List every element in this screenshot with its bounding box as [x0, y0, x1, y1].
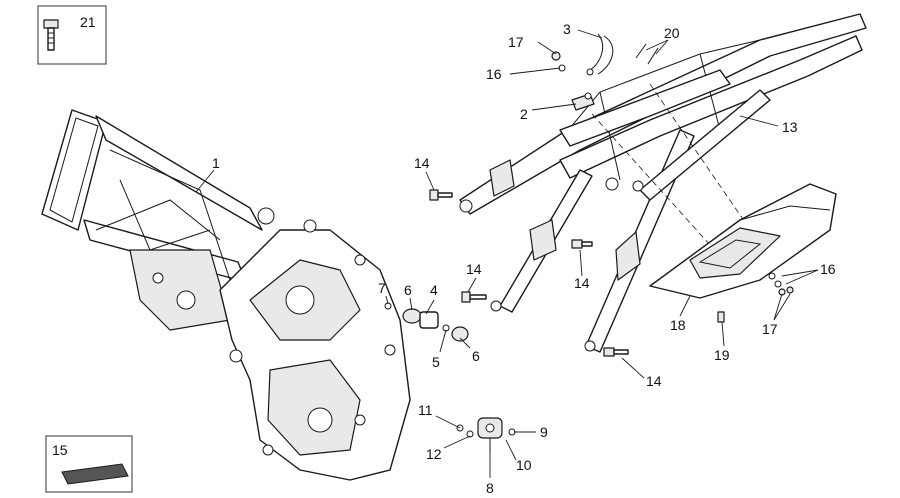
callout-8: 8 — [486, 480, 494, 496]
leader-lines — [195, 29, 819, 478]
callout-14d: 14 — [646, 373, 662, 389]
callout-15: 15 — [52, 442, 68, 458]
part-21-bolt-icon — [43, 19, 59, 51]
bushing-group-4-7 — [384, 302, 469, 342]
callout-5: 5 — [432, 354, 440, 370]
pins-part-20 — [635, 43, 659, 65]
callout-17b: 17 — [762, 321, 778, 337]
callout-4: 4 — [430, 282, 438, 298]
callout-10: 10 — [516, 457, 532, 473]
callout-16a: 16 — [486, 66, 502, 82]
bolt-14-bottom — [603, 347, 629, 357]
part-15-box: 15 — [45, 435, 133, 493]
callout-20: 20 — [664, 25, 680, 41]
callout-19: 19 — [714, 347, 730, 363]
callout-2: 2 — [520, 106, 528, 122]
callout-18: 18 — [670, 317, 686, 333]
callout-1: 1 — [212, 155, 220, 171]
nut-washer-16-17-right — [768, 272, 794, 296]
callout-11: 11 — [418, 402, 433, 418]
callout-3: 3 — [563, 21, 571, 37]
callout-14a: 14 — [414, 155, 430, 171]
bolt-14-upper — [429, 189, 453, 201]
rear-fender-part-18 — [649, 183, 837, 299]
part-21-box: 21 — [37, 5, 107, 65]
callout-12: 12 — [426, 446, 442, 462]
screw-part-19 — [717, 311, 725, 323]
callout-14b: 14 — [466, 261, 482, 277]
sensor-group-8-12 — [456, 417, 516, 452]
rear-subframe-part-13 — [459, 13, 867, 353]
callout-labels: 1 2 3 4 5 6 6 7 8 9 10 11 12 13 14 14 14… — [212, 21, 836, 496]
callout-21: 21 — [80, 14, 96, 30]
cable-part-3 — [586, 33, 614, 76]
callout-16b: 16 — [820, 261, 836, 277]
callout-17a: 17 — [508, 34, 524, 50]
callout-7: 7 — [378, 280, 386, 296]
part-15-pad-icon — [61, 463, 129, 485]
callout-6a: 6 — [404, 282, 412, 298]
callout-14c: 14 — [574, 275, 590, 291]
main-frame-part-1 — [41, 109, 411, 481]
callout-13: 13 — [782, 119, 798, 135]
bracket-part-2 — [571, 92, 595, 111]
callout-9: 9 — [540, 424, 548, 440]
bolt-14-mid — [461, 291, 487, 303]
bolt-14-lower — [571, 239, 593, 249]
callout-6b: 6 — [472, 348, 480, 364]
